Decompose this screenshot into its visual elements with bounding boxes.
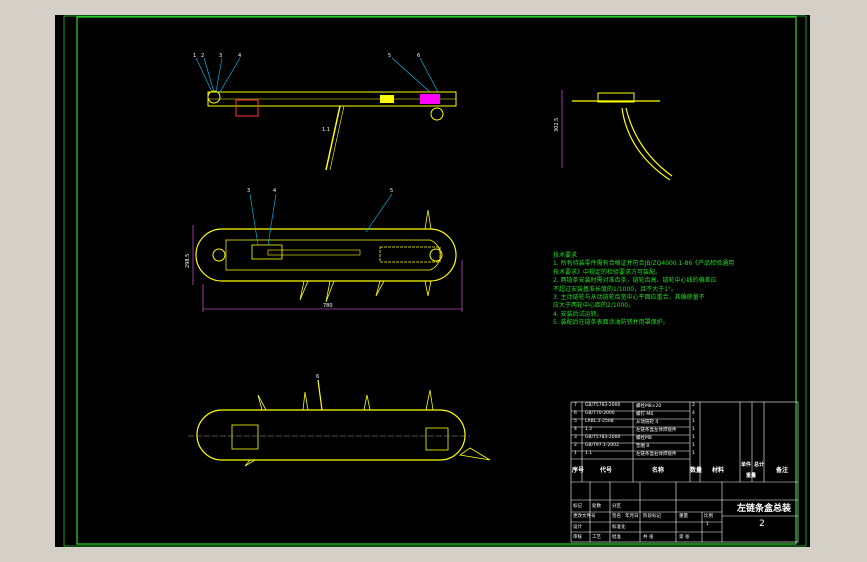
tb-label-approve: 批准 <box>612 535 621 540</box>
header-qty: 数量 <box>690 467 703 474</box>
tb-label-process: 工艺 <box>592 535 601 540</box>
tb-label-sheet: 第 张 <box>679 535 690 540</box>
notes-line: 3. 主动链轮与从动链轮齿宽中心平面应重合，其偏移量不 <box>553 294 705 302</box>
height-dimension: 298.5 <box>185 254 191 268</box>
tb-label-design: 设计 <box>573 525 582 530</box>
header-weight: 重量 <box>746 473 757 479</box>
drawing-border <box>76 16 797 545</box>
bottom-view: 6 <box>188 374 491 467</box>
notes-line: 应大于两轮中心距的2/1000。 <box>553 302 635 310</box>
row-code: GB/T70-2000 <box>585 411 615 416</box>
row-name: 左链条盒左体焊接件 <box>636 428 677 433</box>
tb-label-signature: 签名 <box>612 514 621 519</box>
tb-label-change-doc: 更改文件号 <box>573 514 596 519</box>
drawing-title: 左链条盒总装 <box>736 504 791 514</box>
row-code: GB/T5783-2000 <box>585 435 621 440</box>
row-name: 螺栓M8×20 <box>636 404 662 409</box>
header-no: 序号 <box>572 467 585 474</box>
row-qty: 4 <box>692 411 695 416</box>
row-code: 1.2 <box>585 427 593 432</box>
tb-label-sheets-total: 共 张 <box>643 535 654 540</box>
parts-table-grid <box>570 401 799 543</box>
row-no: 6 <box>574 411 577 416</box>
row-no: 3 <box>574 435 577 440</box>
balloon-top-2: 2 <box>201 53 204 59</box>
tb-label-stage: 阶段标记 <box>643 514 661 519</box>
balloon-top-6: 6 <box>417 53 420 59</box>
row-no: 7 <box>574 403 577 408</box>
row-name: 螺钉 M6 <box>636 412 654 417</box>
row-code: GB/T97.1-2002 <box>585 443 619 448</box>
tb-label-review: 审核 <box>573 535 582 540</box>
notes-line: 1. 所有待装零件需有合格证并符合JB/ZQ4000.1-86《产品检验通用 <box>553 260 735 268</box>
balloon-top-3: 3 <box>219 53 222 59</box>
tb-label-scale: 比例 <box>704 514 713 519</box>
row-no: 2 <box>574 443 577 448</box>
row-name: 从动链轮 4 <box>636 420 659 425</box>
side-view: 302.5 <box>554 90 673 181</box>
balloon-bottom-6: 6 <box>316 374 319 380</box>
top-leader-label: 1.1 <box>322 127 330 133</box>
notes-line: 2. 两链条安装时需对准齿条，链轮齿高、链轮中心线的偏差应 <box>553 277 717 285</box>
front-view: 298.5 780 3 4 5 <box>185 188 463 312</box>
technical-notes: 技术要求 1. 所有待装零件需有合格证并符合JB/ZQ4000.1-86《产品检… <box>553 252 735 328</box>
tb-label-count: 处数 <box>592 504 601 509</box>
balloon-top-1: 1 <box>193 53 196 59</box>
row-qty: 1 <box>692 427 695 432</box>
top-view: 1 2 3 4 5 6 1.1 <box>193 53 457 171</box>
notes-line: 技术要求》中规定的检验要求方可装配。 <box>553 268 662 276</box>
balloon-top-5: 5 <box>388 53 391 59</box>
row-code: GB/T5783-2000 <box>585 403 621 408</box>
tb-label-mark: 标记 <box>573 504 582 509</box>
row-no: 1 <box>574 451 577 456</box>
tb-label-standard: 标准化 <box>612 525 626 530</box>
balloon-front-3: 3 <box>247 188 250 194</box>
tb-scale-value: 1 <box>706 522 709 527</box>
row-no: 4 <box>574 427 577 432</box>
tb-label-date: 年月日 <box>625 514 639 519</box>
row-no: 5 <box>574 419 577 424</box>
row-name: 垫圈 8 <box>636 444 650 449</box>
balloon-front-5: 5 <box>390 188 393 194</box>
row-qty: 1 <box>692 435 695 440</box>
side-height-dim: 302.5 <box>554 118 560 132</box>
balloon-front-4: 4 <box>273 188 276 194</box>
tb-label-weight: 重量 <box>679 514 688 519</box>
row-qty: 1 <box>692 443 695 448</box>
header-code: 代号 <box>600 467 613 474</box>
outer-border <box>63 15 807 547</box>
row-qty: 2 <box>692 403 695 408</box>
notes-line: 5. 装配后在链条表面涂油防锈并用罩保护。 <box>553 319 669 327</box>
row-qty: 1 <box>692 419 695 424</box>
tb-label-zone: 分区 <box>612 504 621 509</box>
balloon-top-4: 4 <box>238 53 241 59</box>
row-code: LRBL.2-2508 <box>585 419 614 424</box>
row-name: 螺栓M8 <box>636 436 652 441</box>
row-code: 1.1 <box>585 451 593 456</box>
length-dimension: 780 <box>323 303 333 309</box>
header-material: 材料 <box>712 467 725 474</box>
row-qty: 1 <box>692 451 695 456</box>
sheet-number: 2 <box>759 519 765 529</box>
header-remark: 备注 <box>776 467 789 474</box>
header-single: 单件 <box>741 462 752 468</box>
notes-line: 不超过安装基准长度的1/1000，且不大于1°。 <box>553 285 677 293</box>
header-name: 名称 <box>652 467 665 474</box>
notes-line: 4. 安装后试运转。 <box>553 310 603 318</box>
header-total: 总计 <box>754 462 765 468</box>
notes-title: 技术要求 <box>553 252 578 259</box>
row-name: 左链条盒右体焊接件 <box>636 452 677 457</box>
